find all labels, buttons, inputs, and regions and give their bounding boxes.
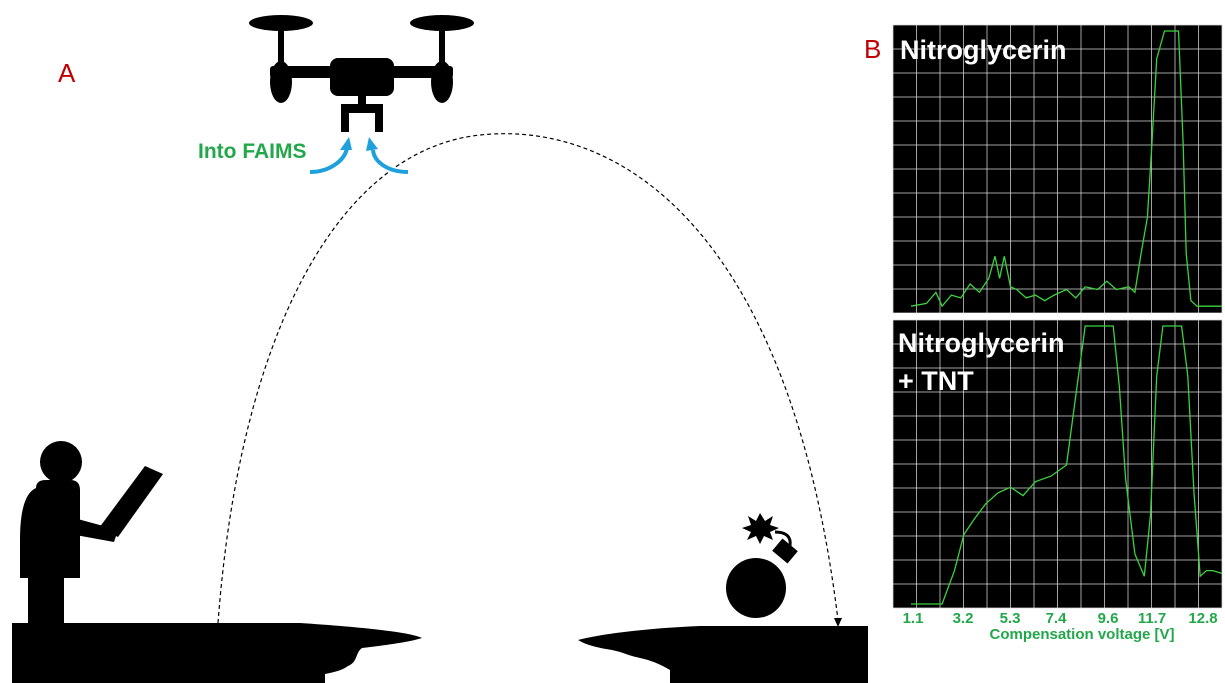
plot-top-title: Nitroglycerin [900,35,1067,65]
x-tick-label: 9.6 [1097,610,1119,627]
arrowhead-left [340,137,352,150]
x-tick-label: 7.4 [1045,610,1067,627]
drone-icon [249,15,474,132]
arrow-icon-right [371,149,409,174]
bomb-icon [726,513,798,618]
panel-b-label: B [864,34,882,64]
arrowhead-right [366,137,378,151]
plot-separator [891,313,1225,320]
x-tick-label: 1.1 [902,610,924,627]
x-tick-label: 5.3 [999,610,1021,627]
ground-left [12,623,422,683]
x-tick-label: 12.8 [1188,610,1218,627]
flight-path-arc [217,133,839,624]
plot-bottom-grid [892,319,1223,609]
nitroglycerin-tnt-trace [911,325,1223,605]
into-faims-label: Into FAIMS [198,140,307,163]
plot-top-grid [892,24,1223,314]
ground-right [578,626,868,683]
x-tick-label: 3.2 [952,610,974,627]
panel-a-label: A [58,58,76,88]
person-with-tablet-icon [20,441,163,628]
intake-arrows [309,147,409,174]
arrow-icon-left [309,147,349,174]
x-tick-label: 11.7 [1137,610,1167,627]
nitroglycerin-trace [910,30,1222,308]
arc-arrowhead [834,618,842,627]
plot-bottom-title-line2: + TNT [898,366,974,396]
x-axis-label: Compensation voltage [V] [989,626,1175,643]
plot-bottom-title-line1: Nitroglycerin [898,328,1065,358]
